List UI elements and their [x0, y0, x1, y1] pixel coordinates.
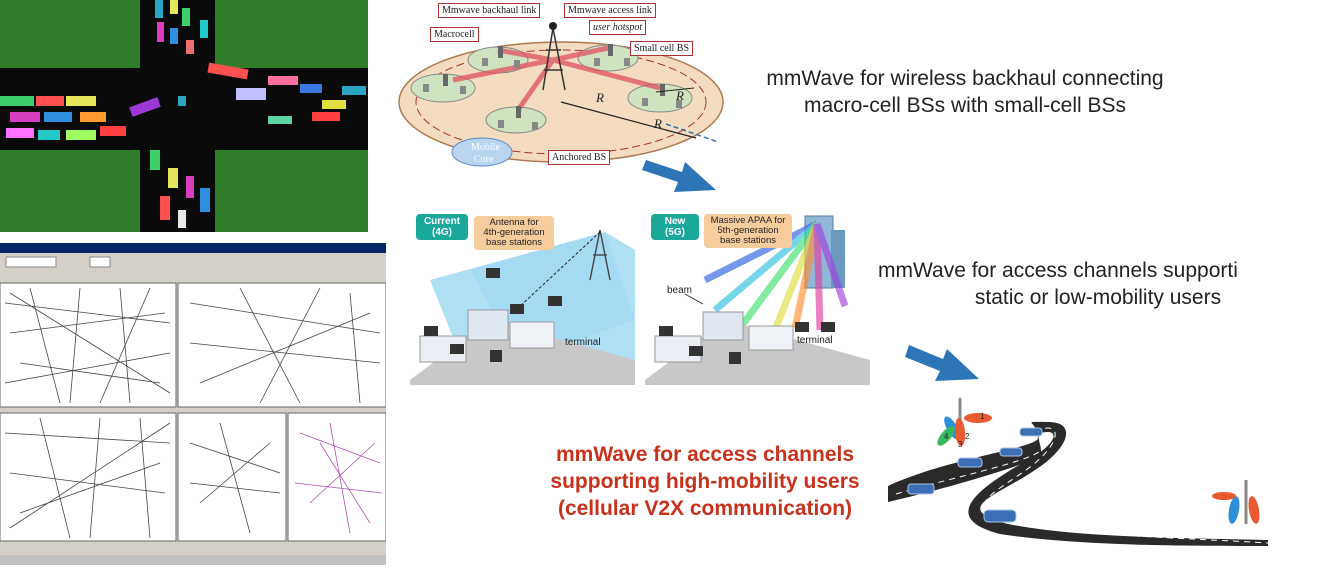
- label-small-cell-bs: Small cell BS: [630, 41, 693, 56]
- current-4g-illustration: [410, 210, 635, 385]
- backhaul-network-diagram: [398, 22, 724, 167]
- arrow-down-right-icon: [642, 160, 716, 192]
- current-tag-line2: (4G): [432, 227, 452, 238]
- label-anchored-bs: Anchored BS: [548, 150, 611, 165]
- label-radius-3: R: [654, 116, 662, 131]
- current-callout: Antenna for 4th-generation base stations: [474, 216, 554, 250]
- current-4g-tag: Current (4G): [416, 214, 468, 240]
- traffic-simulation-image: [0, 0, 368, 232]
- caption-access-line1: mmWave for access channels supporti: [878, 259, 1238, 282]
- new-callout-line3: base stations: [720, 235, 776, 246]
- caption-backhaul-line1: mmWave for wireless backhaul connecting: [766, 67, 1164, 90]
- v2x-road-illustration: [888, 398, 1268, 546]
- label-backhaul-link: Mmwave backhaul link: [438, 3, 541, 18]
- beam-number-3: 3: [958, 440, 963, 449]
- caption-highmob-line1: mmWave for access channels: [555, 443, 855, 466]
- new-tag-line1: New: [664, 216, 686, 227]
- caption-highmob-line2: supporting high-mobility users: [550, 470, 860, 493]
- label-macrocell: Macrocell: [430, 27, 479, 42]
- label-mobile-core-line2: Core: [474, 154, 494, 165]
- new-5g-tag: New (5G): [651, 214, 699, 240]
- new-tag-line2: (5G): [665, 227, 685, 238]
- beam-number-2: 2: [965, 432, 970, 441]
- label-mobile-core-line1: Mobile: [471, 142, 500, 153]
- current-callout-line2: 4th-generation: [483, 227, 545, 238]
- caption-access-line2: static or low-mobility users: [974, 286, 1222, 309]
- new-callout: Massive APAA for 5th-generation base sta…: [704, 214, 792, 248]
- caption-backhaul-line2: macro-cell BSs with small-cell BSs: [803, 94, 1127, 117]
- arrow-down-right-icon-2: [905, 345, 979, 381]
- current-tag-line1: Current: [423, 216, 461, 227]
- new-callout-line2: 5th-generation: [717, 225, 779, 236]
- current-callout-line3: base stations: [486, 237, 542, 248]
- label-radius-1: R: [596, 90, 604, 105]
- label-user-hotspot: user hotspot: [589, 20, 647, 35]
- label-radius-2: R: [676, 88, 684, 103]
- caption-highmob-line3: (cellular V2X communication): [557, 497, 853, 520]
- current-callout-line1: Antenna for: [489, 217, 539, 228]
- beam-number-1: 1: [980, 412, 985, 421]
- road-network-software-image: [0, 243, 386, 565]
- beam-number-4: 4: [944, 432, 949, 441]
- terminal-label-right: terminal: [797, 335, 833, 346]
- beam-label: beam: [667, 285, 693, 296]
- label-access-link: Mmwave access link: [564, 3, 656, 18]
- terminal-label-left: terminal: [565, 337, 601, 348]
- new-callout-line1: Massive APAA for: [710, 215, 786, 226]
